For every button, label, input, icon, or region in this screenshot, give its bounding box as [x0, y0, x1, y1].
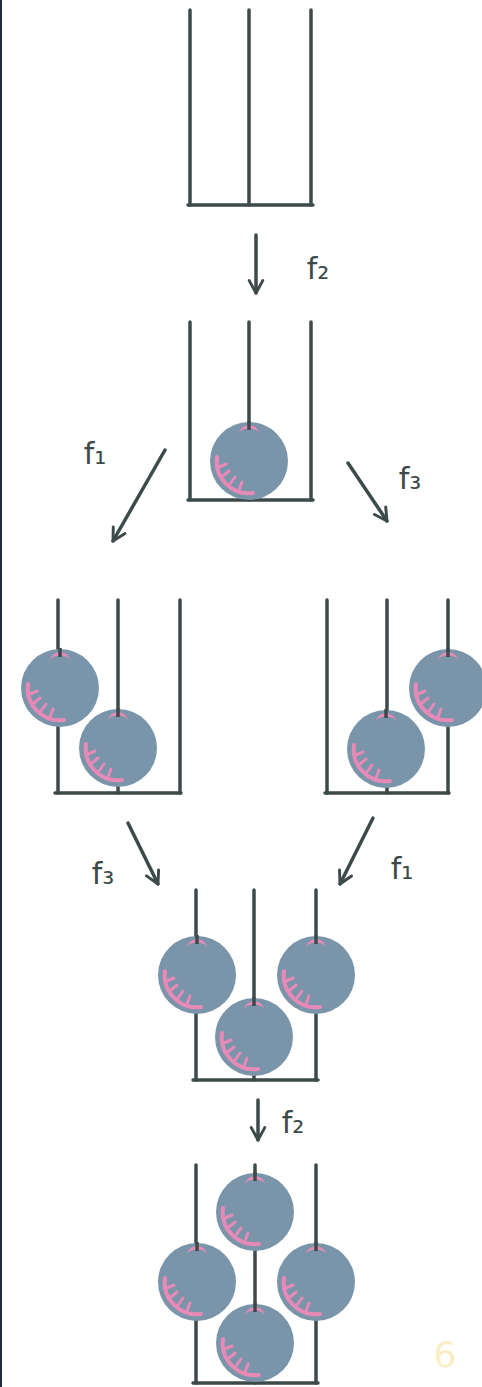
transition-arrow: [256, 1100, 260, 1140]
function-label: f₂: [282, 1106, 305, 1139]
page-edge: [0, 0, 2, 1387]
bead: [21, 648, 99, 727]
abacus-frames: [55, 10, 449, 1383]
bead: [158, 1242, 236, 1321]
beads: [21, 421, 482, 1382]
bead: [277, 1242, 355, 1321]
function-label: f₁: [84, 437, 107, 470]
bead: [158, 935, 236, 1014]
bead: [216, 1303, 294, 1382]
transition-arrows: [113, 235, 387, 1140]
transition-arrow: [128, 823, 158, 884]
bead: [215, 997, 293, 1076]
transition-arrow: [340, 818, 373, 884]
page-number: 6: [434, 1335, 457, 1375]
bead: [347, 709, 425, 788]
bead: [409, 648, 482, 727]
transition-arrow: [254, 235, 258, 293]
transition-arrow: [113, 450, 165, 541]
bead: [210, 421, 288, 500]
bead: [277, 935, 355, 1014]
bead: [216, 1172, 294, 1251]
function-label: f₁: [391, 852, 414, 885]
function-label: f₂: [307, 252, 330, 285]
bead: [79, 708, 157, 787]
transition-arrow: [348, 463, 387, 521]
function-label: f₃: [399, 462, 422, 495]
function-label: f₃: [92, 857, 115, 890]
